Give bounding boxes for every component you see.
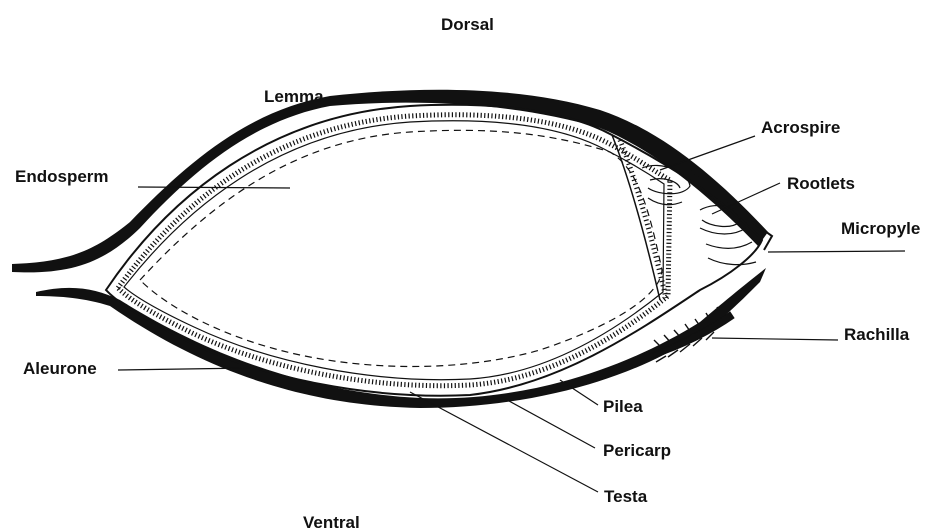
leader-testa (410, 392, 598, 492)
label-micropyle: Micropyle (841, 220, 920, 237)
scutellum-band (612, 135, 660, 300)
label-dorsal: Dorsal (441, 16, 494, 33)
label-rachilla: Rachilla (844, 326, 909, 343)
leader-micropyle (768, 251, 905, 252)
label-testa: Testa (604, 488, 647, 505)
label-aleurone: Aleurone (23, 360, 97, 377)
label-acrospire: Acrospire (761, 119, 840, 136)
leader-endosperm (138, 187, 290, 188)
label-rootlets: Rootlets (787, 175, 855, 192)
scutellum-hatch (620, 140, 666, 298)
label-ventral: Ventral (303, 514, 360, 531)
leader-pericarp (500, 396, 595, 448)
lemma-hull (12, 90, 768, 273)
label-pericarp: Pericarp (603, 442, 671, 459)
endosperm-boundary (140, 130, 662, 366)
leader-rachilla (712, 338, 838, 340)
ventral-hull (36, 268, 766, 408)
label-pilea: Pilea (603, 398, 643, 415)
label-lemma: Lemma (264, 88, 324, 105)
label-endosperm: Endosperm (15, 168, 109, 185)
